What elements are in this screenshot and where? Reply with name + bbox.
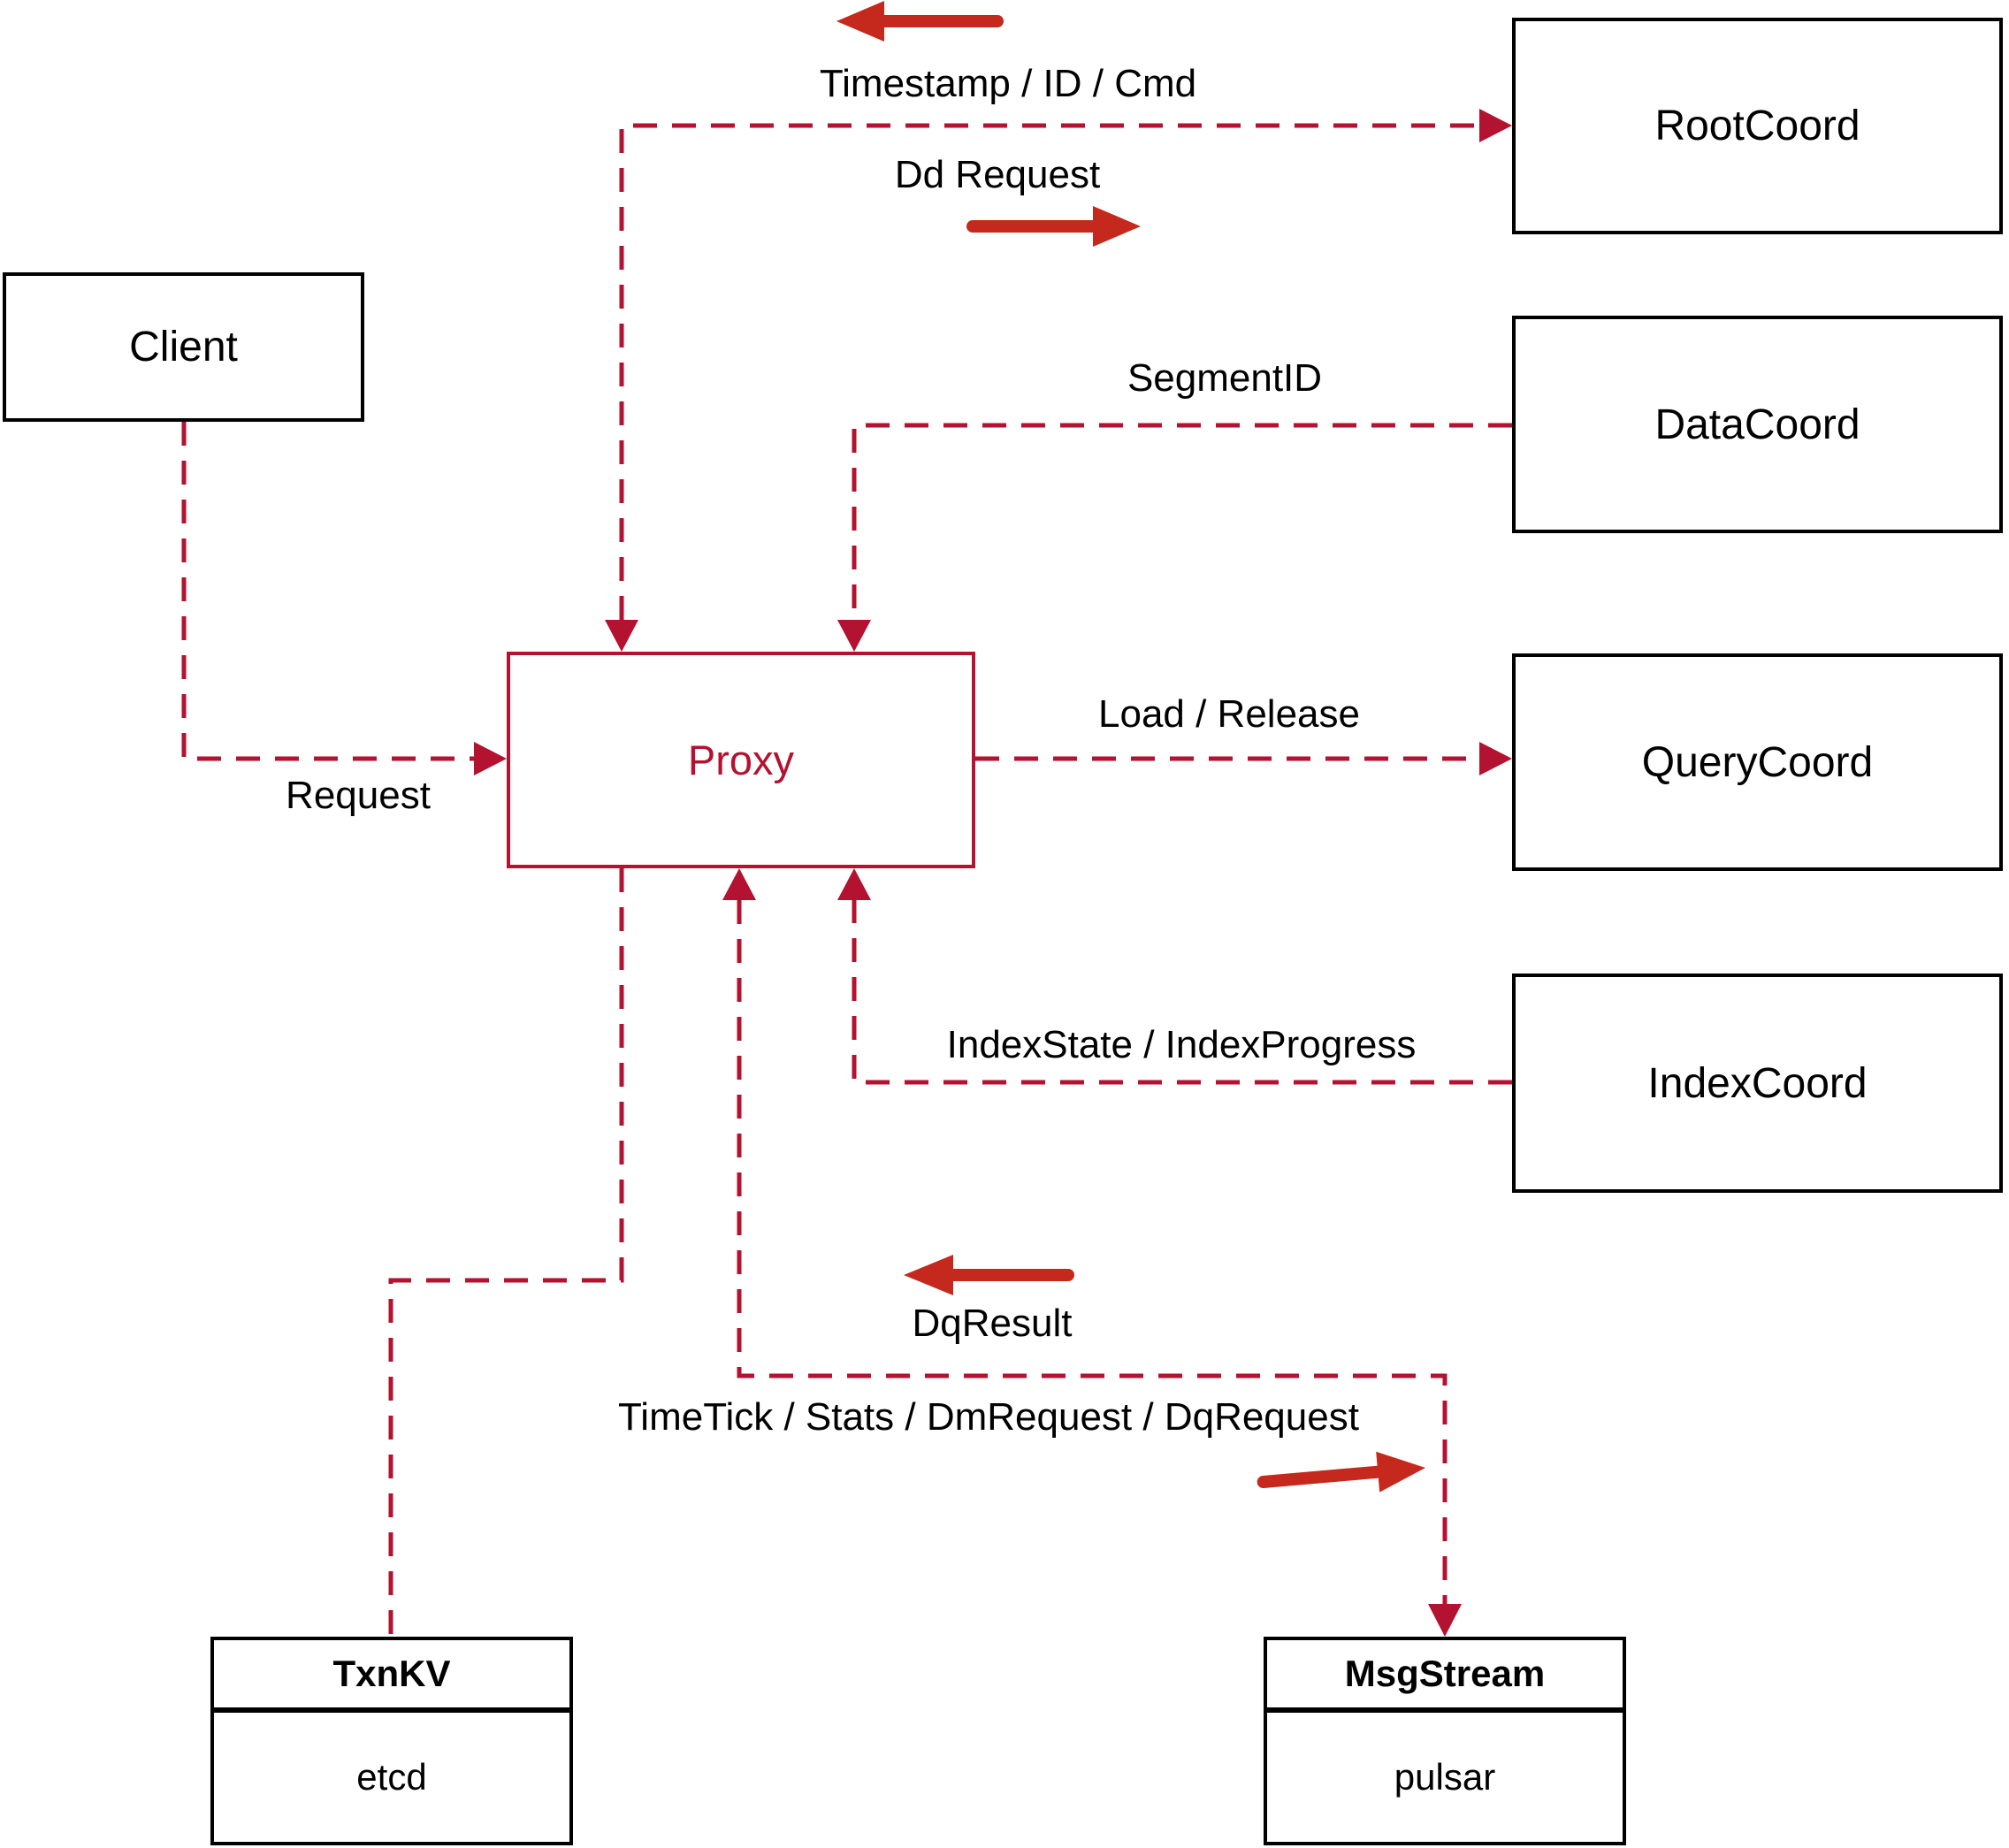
node-rootcoord: RootCoord xyxy=(1512,18,2003,234)
flow-right-arrow-dd-request-icon xyxy=(966,206,1141,247)
label-timestamp-id-cmd: Timestamp / ID / Cmd xyxy=(819,62,1197,105)
arrowhead-into-proxy-bottom-left-icon xyxy=(722,868,756,900)
node-querycoord-label: QueryCoord xyxy=(1641,738,1874,786)
node-txnkv: TxnKV etcd xyxy=(210,1637,573,1845)
node-proxy-label: Proxy xyxy=(687,737,795,783)
label-dd-request: Dd Request xyxy=(894,153,1101,196)
edge-client-to-proxy xyxy=(181,422,507,775)
arrowhead-into-proxy-bottom-right-icon xyxy=(837,868,871,900)
node-client: Client xyxy=(3,272,364,422)
edge-datacoord-to-proxy xyxy=(837,423,1512,652)
arrowhead-into-proxy-left-icon xyxy=(474,742,507,775)
arrowhead-into-proxy-top-left-icon xyxy=(605,620,638,652)
label-timetick-stats-dmrequest-dqrequest: TimeTick / Stats / DmRequest / DqRequest xyxy=(618,1395,1359,1439)
node-msgstream-title: MsgStream xyxy=(1267,1640,1623,1713)
label-indexstate-indexprogress: IndexState / IndexProgress xyxy=(946,1023,1417,1066)
edge-proxy-to-txnkv xyxy=(388,868,624,1635)
label-dqresult: DqResult xyxy=(912,1302,1073,1345)
flow-left-arrow-dqresult-icon xyxy=(904,1255,1074,1295)
node-proxy: Proxy xyxy=(507,652,975,868)
node-datacoord: DataCoord xyxy=(1512,316,2003,533)
node-txnkv-title: TxnKV xyxy=(214,1640,569,1713)
edge-proxy-msgstream xyxy=(722,868,1462,1637)
label-segment-id: SegmentID xyxy=(1127,356,1323,400)
edge-proxy-to-querycoord xyxy=(975,742,1512,775)
node-client-label: Client xyxy=(129,324,238,370)
node-rootcoord-label: RootCoord xyxy=(1654,103,1860,149)
label-request: Request xyxy=(286,774,431,817)
flow-left-arrow-timestamp-icon xyxy=(836,1,1004,42)
node-querycoord: QueryCoord xyxy=(1512,653,2003,871)
arrowhead-into-proxy-top-right-icon xyxy=(837,620,871,652)
node-indexcoord: IndexCoord xyxy=(1512,974,2003,1193)
node-msgstream: MsgStream pulsar xyxy=(1264,1637,1626,1845)
arrowhead-into-querycoord-icon xyxy=(1479,742,1512,775)
node-txnkv-body: etcd xyxy=(356,1756,427,1798)
node-msgstream-body: pulsar xyxy=(1394,1756,1496,1798)
label-load-release: Load / Release xyxy=(1098,692,1360,736)
node-datacoord-label: DataCoord xyxy=(1654,401,1860,448)
node-indexcoord-label: IndexCoord xyxy=(1647,1059,1868,1107)
arrowhead-into-rootcoord-icon xyxy=(1479,109,1512,142)
flow-right-arrow-timetick-icon xyxy=(1257,1451,1425,1493)
arrowhead-into-msgstream-icon xyxy=(1428,1604,1462,1637)
